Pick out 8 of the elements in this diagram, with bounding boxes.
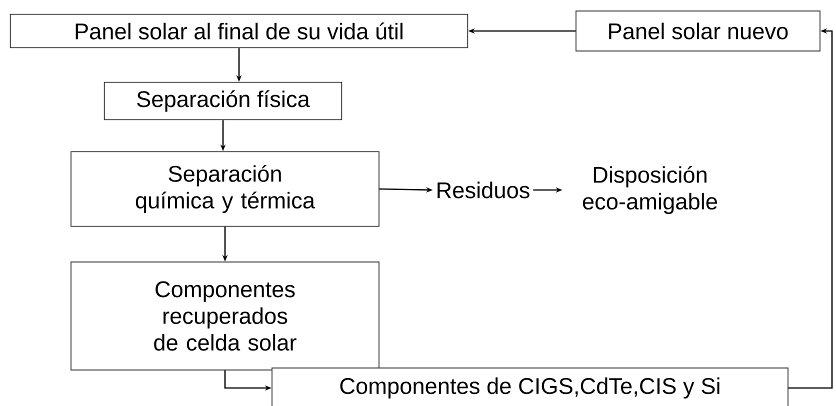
process-box: Componentes de CIGS,CdTe,CIS y Si — [272, 368, 788, 406]
process-box: Panel solar al final de su vida útil — [10, 14, 468, 48]
process-text: Disposición eco-amigable — [582, 166, 717, 214]
process-box: Separación química y térmica — [70, 151, 380, 227]
process-box: Componentes recuperados de celda solar — [70, 262, 380, 370]
process-box: Panel solar nuevo — [576, 10, 820, 52]
process-box: Separación física — [104, 82, 342, 120]
process-text: Residuos — [438, 182, 530, 198]
